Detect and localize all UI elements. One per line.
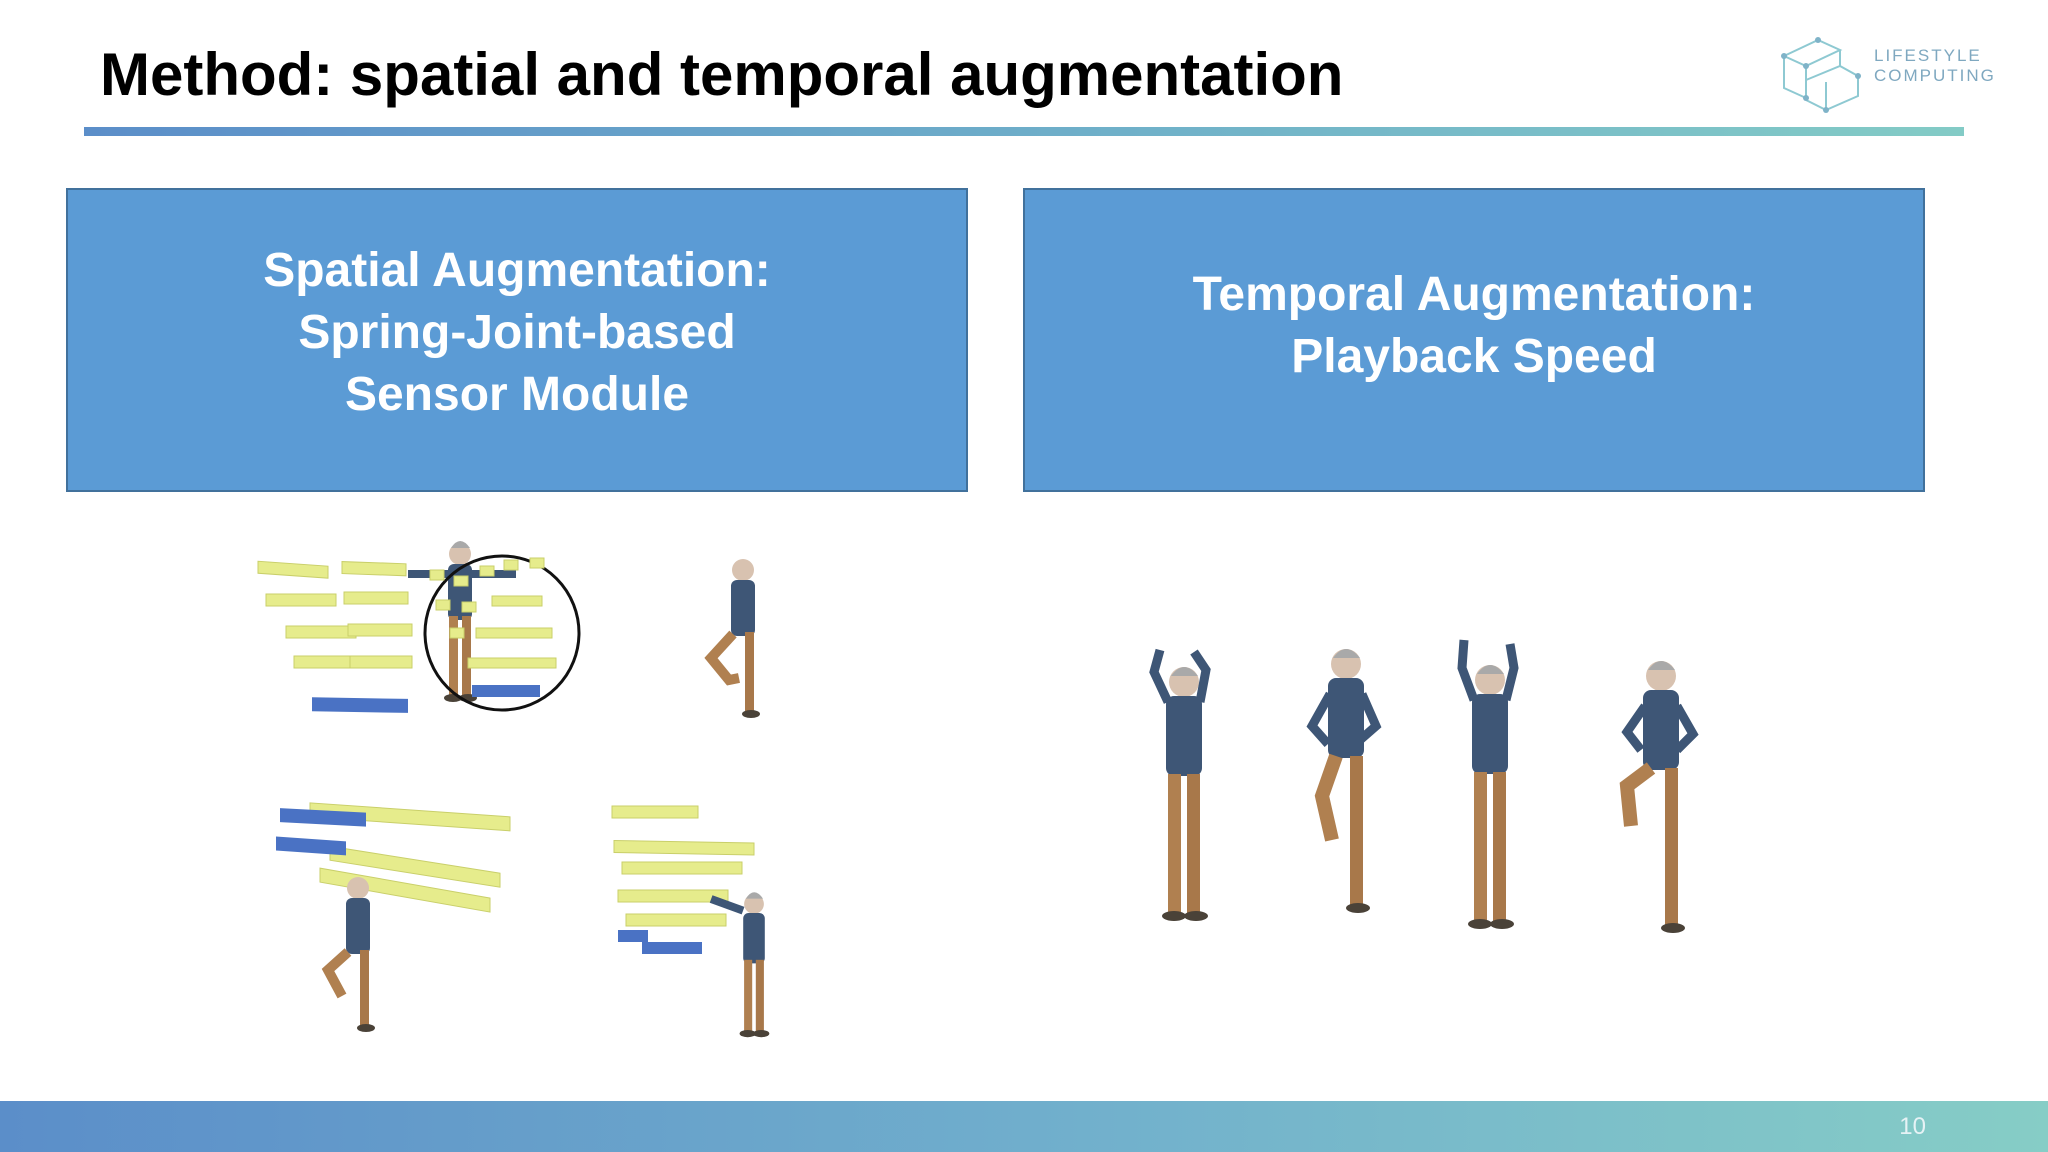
spatial-box-line2: Spring-Joint-based bbox=[298, 306, 736, 359]
character-tpose bbox=[408, 541, 516, 702]
lifestyle-computing-logo-icon bbox=[1781, 37, 1861, 113]
character-knee-up-2 bbox=[321, 877, 375, 1032]
footer-bar: 10 bbox=[0, 1101, 2048, 1152]
title-underline bbox=[84, 127, 1964, 136]
temporal-box-line1: Temporal Augmentation: bbox=[1192, 268, 1756, 321]
temporal-augmentation-figure bbox=[1149, 639, 1699, 933]
spatial-box-line3: Sensor Module bbox=[344, 368, 690, 421]
spatial-augmentation-figure bbox=[257, 541, 770, 1038]
character-knee-up-1 bbox=[704, 559, 760, 718]
character-reaching bbox=[709, 892, 770, 1038]
temporal-box-line2: Playback Speed bbox=[1291, 330, 1657, 383]
character-arms-up-1 bbox=[1149, 648, 1211, 921]
spatial-box-line1: Spatial Augmentation: bbox=[263, 244, 771, 297]
character-knee-up-4 bbox=[1619, 661, 1699, 933]
logo-text-line1: LIFESTYLE bbox=[1874, 46, 1982, 65]
character-arms-up-2 bbox=[1457, 639, 1519, 929]
temporal-augmentation-box: Temporal Augmentation: Playback Speed bbox=[1023, 188, 1925, 492]
slide-title: Method: spatial and temporal augmentatio… bbox=[100, 41, 1344, 108]
spatial-augmentation-box: Spatial Augmentation: Spring-Joint-based… bbox=[66, 188, 968, 492]
logo-text: LIFESTYLE COMPUTING bbox=[1874, 46, 1996, 86]
character-knee-up-3 bbox=[1306, 649, 1382, 913]
logo-text-line2: COMPUTING bbox=[1874, 66, 1996, 85]
page-number: 10 bbox=[1899, 1113, 1926, 1140]
